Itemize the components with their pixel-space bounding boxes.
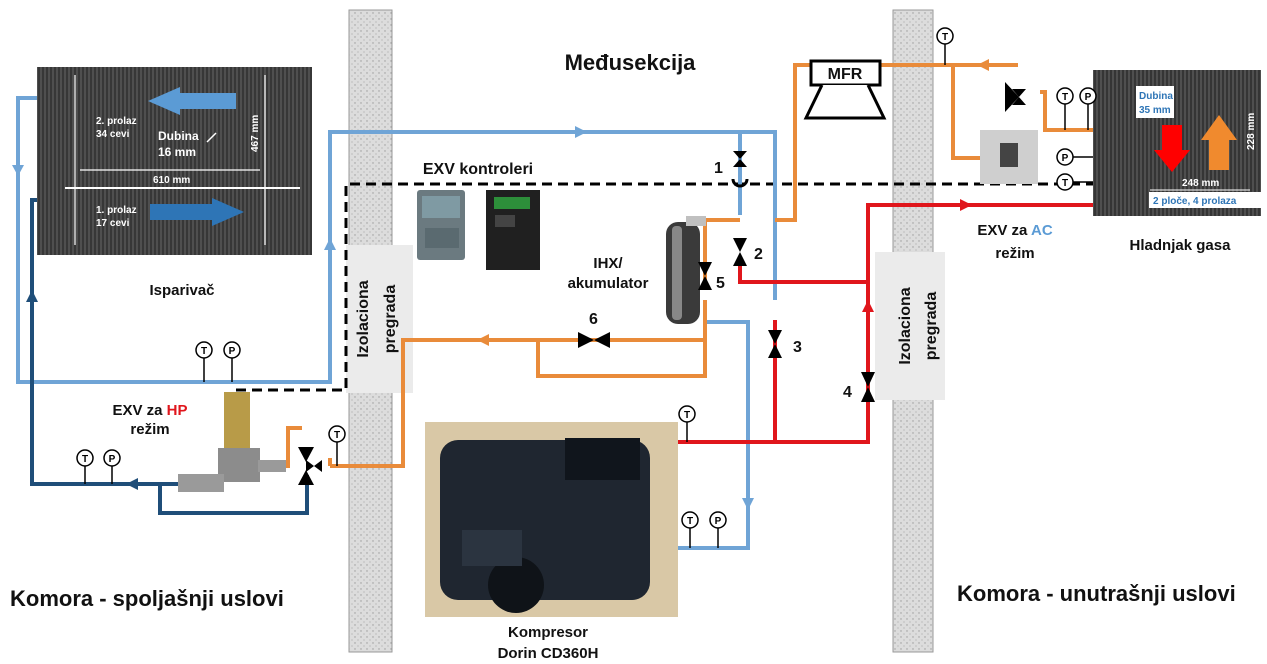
suction-line-blue (16, 96, 777, 550)
depth-label-1: Dubina (158, 129, 199, 143)
depth-label-2: 16 mm (158, 145, 196, 159)
exv-ac-valve-body (980, 130, 1038, 184)
valve-2-label: 2 (754, 246, 763, 263)
sensor-tp-gc-inlet: P T (1056, 148, 1093, 191)
label-exv-hp: EXV za HP (112, 402, 187, 419)
evaporator-photo: 2. prolaz 34 cevi Dubina 16 mm 610 mm 46… (37, 67, 312, 255)
mfr-flowmeter: MFR (803, 59, 887, 120)
left-partition-label-1: Izolaciona (355, 280, 372, 357)
right-partition-label-2: pregrada (923, 292, 940, 361)
svg-text:P: P (229, 346, 236, 357)
valve-5-label: 5 (716, 275, 725, 292)
label-ihx-2: akumulator (568, 275, 649, 292)
gc-height: 228 mm (1246, 113, 1257, 150)
label-hladnjak: Hladnjak gasa (1130, 237, 1232, 254)
svg-text:T: T (687, 516, 693, 527)
pass1-label-2: 17 cevi (96, 218, 130, 229)
gc-depth-1: Dubina (1139, 91, 1173, 102)
label-isparivac: Isparivač (149, 282, 214, 299)
svg-text:P: P (1062, 153, 1069, 164)
right-partition-box (875, 252, 945, 400)
svg-text:T: T (334, 430, 340, 441)
ihx-accumulator (666, 216, 706, 324)
exv-controller-1 (417, 190, 465, 260)
pass1-label-1: 1. prolaz (96, 205, 137, 216)
exv-hp-valve-body (178, 392, 286, 492)
svg-text:T: T (942, 32, 948, 43)
sensor-tp-suction: T P (681, 511, 727, 548)
sensor-tp-gc: T P (1056, 87, 1097, 130)
svg-text:P: P (1085, 92, 1092, 103)
svg-text:P: P (109, 454, 116, 465)
valve-1-label: 1 (714, 160, 723, 177)
sensor-t-hp-exv: T (328, 425, 346, 466)
left-partition-label-2: pregrada (382, 285, 399, 354)
svg-text:P: P (715, 516, 722, 527)
compressor-photo (425, 422, 678, 617)
gascooler-arrows (477, 59, 989, 346)
pass2-label-1: 2. prolaz (96, 116, 137, 127)
exv-controller-2 (486, 190, 540, 270)
pass2-label-2: 34 cevi (96, 129, 130, 140)
valve-symbols (298, 82, 1026, 485)
liquid-arrows (26, 290, 138, 490)
height-label: 467 mm (250, 115, 261, 152)
title-medjusekcija: Međusekcija (565, 50, 697, 75)
label-komora-unutr: Komora - unutrašnji uslovi (957, 581, 1236, 606)
sensors: T T P P T T P (76, 27, 1097, 548)
mfr-label: MFR (828, 66, 863, 83)
label-exv-ac: EXV za AC (977, 222, 1052, 239)
valve-6-label: 6 (589, 311, 598, 328)
valve-3-label: 3 (793, 339, 802, 356)
label-exv-kontroleri: EXV kontroleri (423, 161, 533, 178)
suction-arrows (12, 126, 754, 510)
gc-width: 248 mm (1182, 178, 1219, 189)
svg-text:T: T (201, 346, 207, 357)
gascooler-line-orange (286, 63, 1096, 468)
width-label: 610 mm (153, 175, 190, 186)
label-komora-spolj: Komora - spoljašnji uslovi (10, 586, 284, 611)
svg-text:T: T (684, 410, 690, 421)
svg-text:T: T (1062, 178, 1068, 189)
label-exv-hp-2: režim (130, 421, 169, 438)
right-partition-label-1: Izolaciona (897, 287, 914, 364)
label-kompresor-2: Dorin CD360H (498, 645, 599, 662)
label-exv-ac-2: režim (995, 245, 1034, 262)
sensor-tp-liquid: T P (76, 449, 121, 484)
label-ihx-1: IHX/ (593, 255, 623, 272)
label-kompresor-1: Kompresor (508, 624, 588, 641)
discharge-arrows (862, 199, 972, 312)
sensor-t-discharge: T (678, 405, 696, 442)
sensor-tp-evap: T P (195, 341, 241, 382)
gc-depth-2: 35 mm (1139, 105, 1171, 116)
sensor-t-top: T (936, 27, 954, 65)
svg-text:T: T (82, 454, 88, 465)
exv-control-dashed-line (236, 182, 1093, 392)
gascooler-photo: Dubina 35 mm 228 mm 248 mm 2 ploče, 4 pr… (1093, 70, 1261, 216)
gc-plates: 2 ploče, 4 prolaza (1153, 196, 1237, 207)
svg-text:T: T (1062, 92, 1068, 103)
valve-4-label: 4 (843, 384, 852, 401)
